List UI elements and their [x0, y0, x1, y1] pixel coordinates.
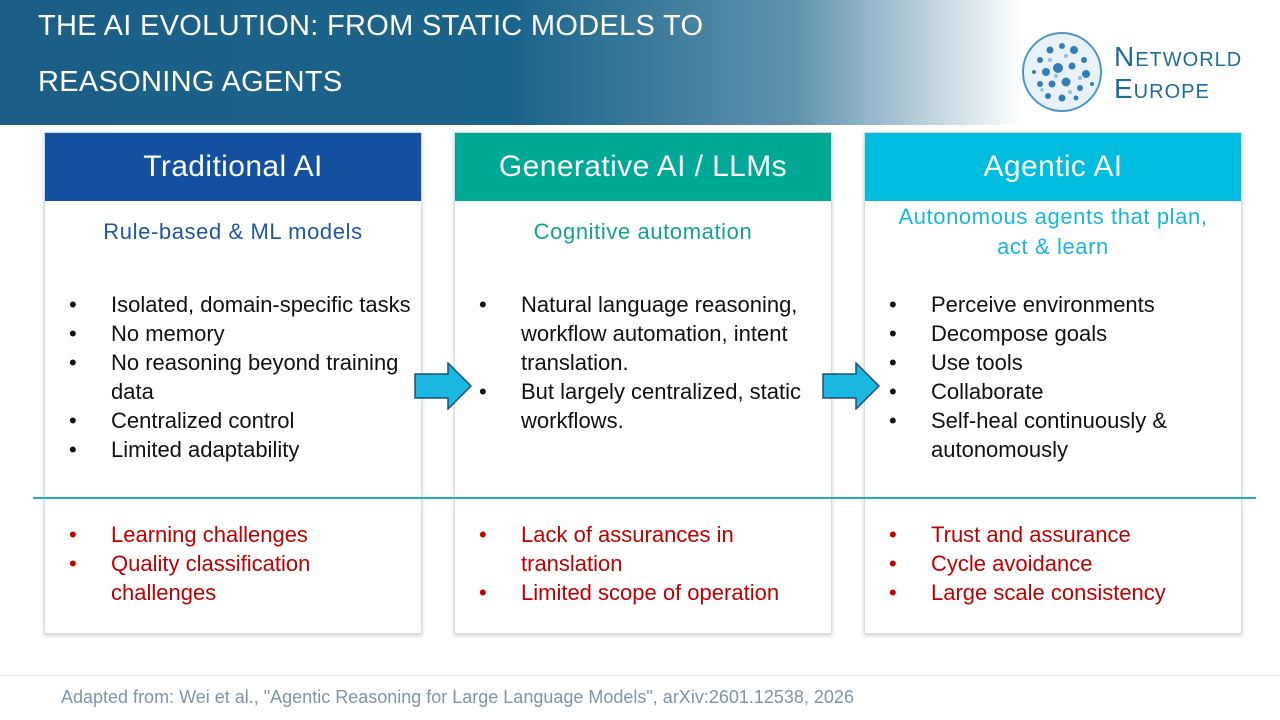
challenge-list: • Lack of assurances in translation • Limi… — [477, 520, 821, 607]
list-item: • Limited adaptability — [67, 435, 411, 464]
bullet-icon: • — [889, 321, 897, 346]
challenges-divider — [33, 497, 1256, 499]
bullet-icon: • — [69, 437, 77, 462]
header-banner: THE AI EVOLUTION: FROM STATIC MODELS TO … — [0, 0, 1280, 125]
logo-text-line-2: Europe — [1114, 73, 1210, 104]
challenge-item: • Learning challenges — [67, 520, 411, 549]
challenge-item: • Cycle avoidance — [887, 549, 1231, 578]
slide-title-line-1: THE AI EVOLUTION: FROM STATIC MODELS TO — [38, 10, 704, 42]
bullet-icon: • — [479, 522, 487, 547]
networld-europe-logo: Networld Europe — [1020, 30, 1260, 114]
challenge-list: • Trust and assurance • Cycle avoidance • L… — [887, 520, 1231, 607]
list-item-text: Use tools — [931, 350, 1023, 375]
challenge-item: • Limited scope of operation — [477, 578, 821, 607]
list-item-text: Collaborate — [931, 379, 1044, 404]
globe-dots-icon — [1022, 32, 1102, 112]
card-agentic-ai: Agentic AI Autonomous agents that plan, … — [864, 132, 1242, 634]
bullet-icon: • — [69, 292, 77, 317]
footer-divider — [0, 675, 1280, 676]
challenge-text: Large scale consistency — [931, 580, 1166, 605]
list-item-text: No reasoning beyond training data — [111, 350, 399, 404]
bullet-icon: • — [69, 321, 77, 346]
card-subtitle: Cognitive automation — [533, 219, 753, 244]
bullet-icon: • — [889, 522, 897, 547]
card-heading: Agentic AI — [865, 133, 1241, 201]
bullet-icon: • — [479, 292, 487, 317]
citation-footer: Adapted from: Wei et al., "Agentic Reaso… — [61, 687, 854, 707]
list-item-text: No memory — [111, 321, 225, 346]
capability-list: • Natural language reasoning, workflow au… — [477, 290, 821, 435]
list-item-text: But largely centralized, static workflow… — [521, 379, 802, 433]
bullet-icon: • — [889, 551, 897, 576]
bullet-icon: • — [889, 350, 897, 375]
card-subtitle: Rule-based & ML models — [103, 219, 363, 244]
challenge-item: • Trust and assurance — [887, 520, 1231, 549]
list-item-text: Perceive environments — [931, 292, 1155, 317]
list-item: • Natural language reasoning, workflow au… — [477, 290, 821, 377]
arrow-right-icon — [822, 362, 880, 410]
bullet-icon: • — [69, 522, 77, 547]
card-traditional-ai: Traditional AI Rule-based & ML models • I… — [44, 132, 422, 634]
bullet-icon: • — [69, 408, 77, 433]
list-item-text: Centralized control — [111, 408, 295, 433]
bullet-icon: • — [479, 379, 487, 404]
bullet-icon: • — [889, 292, 897, 317]
challenge-item: • Lack of assurances in translation — [477, 520, 821, 578]
list-item: • Centralized control — [67, 406, 411, 435]
slide-title-line-2: REASONING AGENTS — [38, 66, 343, 98]
capability-list: • Isolated, domain-specific tasks • No mem… — [67, 290, 411, 464]
challenge-text: Learning challenges — [111, 522, 308, 547]
list-item: • Isolated, domain-specific tasks — [67, 290, 411, 319]
list-item-text: Limited adaptability — [111, 437, 300, 462]
list-item-text: Isolated, domain-specific tasks — [111, 292, 411, 317]
card-subtitle: Autonomous agents that plan, act & learn — [898, 204, 1208, 259]
list-item: • Use tools — [887, 348, 1231, 377]
arrow-right-icon — [414, 362, 472, 410]
bullet-icon: • — [889, 580, 897, 605]
challenge-text: Quality classification challenges — [111, 551, 311, 605]
bullet-icon: • — [889, 379, 897, 404]
list-item: • Perceive environments — [887, 290, 1231, 319]
challenge-item: • Quality classification challenges — [67, 549, 411, 607]
logo-text-line-1: Networld — [1114, 41, 1243, 72]
card-heading: Traditional AI — [45, 133, 421, 201]
bullet-icon: • — [479, 580, 487, 605]
list-item-text: Decompose goals — [931, 321, 1108, 346]
list-item: • Decompose goals — [887, 319, 1231, 348]
list-item: • But largely centralized, static workflo… — [477, 377, 821, 435]
card-heading: Generative AI / LLMs — [455, 133, 831, 201]
bullet-icon: • — [889, 408, 897, 433]
capability-list: •Perceive environments •Decompose goals … — [887, 290, 1231, 464]
challenge-item: • Large scale consistency — [887, 578, 1231, 607]
list-item: • Self-heal continuously & autonomously — [887, 406, 1231, 464]
list-item: • Collaborate — [887, 377, 1231, 406]
list-item: • No memory — [67, 319, 411, 348]
challenge-text: Cycle avoidance — [931, 551, 1093, 576]
card-generative-ai: Generative AI / LLMs Cognitive automatio… — [454, 132, 832, 634]
challenge-text: Trust and assurance — [931, 522, 1131, 547]
bullet-icon: • — [69, 551, 77, 576]
challenge-text: Lack of assurances in translation — [521, 522, 734, 576]
list-item-text: Natural language reasoning, workflow aut… — [521, 292, 798, 375]
challenge-text: Limited scope of operation — [521, 580, 780, 605]
bullet-icon: • — [69, 350, 77, 375]
list-item-text: Self-heal continuously & autonomously — [931, 408, 1168, 462]
challenge-list: • Learning challenges • Quality classifica… — [67, 520, 411, 607]
list-item: • No reasoning beyond training data — [67, 348, 411, 406]
